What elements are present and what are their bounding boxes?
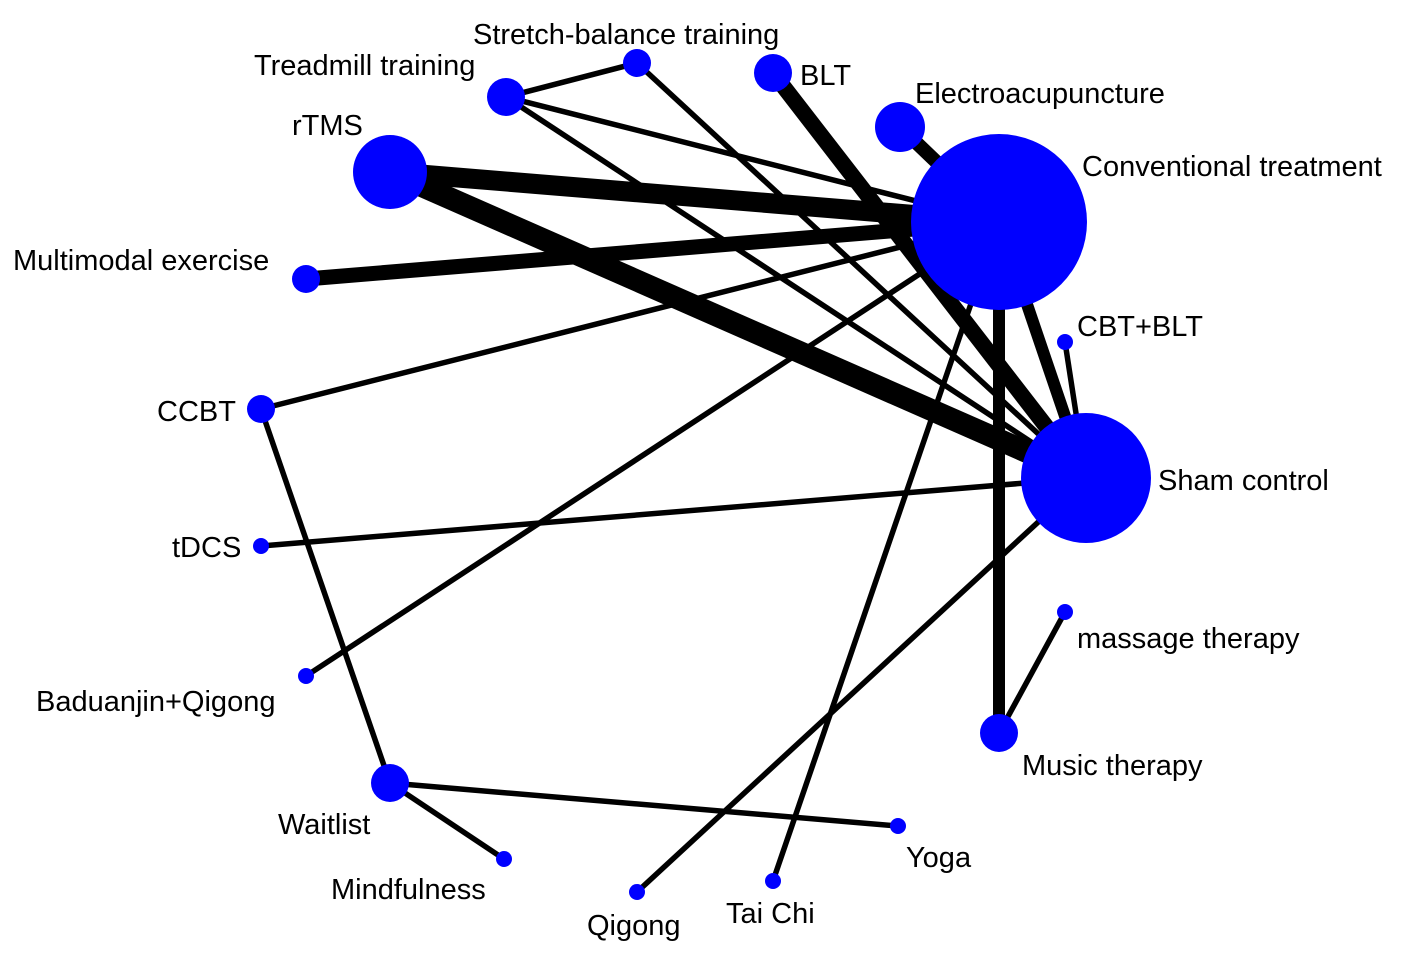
edge-taichi-conventional <box>770 221 1002 882</box>
node-label-music: Music therapy <box>1022 750 1203 782</box>
node-tdcs <box>253 538 269 554</box>
edge-stretch-sham <box>635 60 1088 481</box>
nodes-layer <box>247 49 1151 900</box>
edge-rtms-sham <box>385 161 1091 489</box>
node-label-rtms: rTMS <box>292 110 363 142</box>
node-label-stretch: Stretch-balance training <box>473 19 779 51</box>
edge-rtms-conventional <box>389 162 1000 232</box>
node-yoga <box>890 818 906 834</box>
node-music <box>980 714 1018 752</box>
node-label-baduanjin: Baduanjin+Qigong <box>36 686 275 718</box>
node-label-qigong: Qigong <box>587 910 681 942</box>
node-taichi <box>765 873 781 889</box>
node-sham <box>1021 413 1151 543</box>
node-cbtblt <box>1057 334 1073 350</box>
node-label-yoga: Yoga <box>906 842 972 874</box>
node-label-taichi: Tai Chi <box>726 898 815 930</box>
node-label-ccbt: CCBT <box>157 396 236 428</box>
edge-waitlist-yoga <box>389 780 899 829</box>
node-electro <box>875 102 925 152</box>
edge-qigong-sham <box>635 475 1088 895</box>
node-label-waitlist: Waitlist <box>278 809 370 841</box>
node-label-mindfulness: Mindfulness <box>331 874 486 906</box>
node-label-multimodal: Multimodal exercise <box>13 245 269 277</box>
node-label-massage: massage therapy <box>1077 623 1300 655</box>
node-label-tdcs: tDCS <box>172 532 241 564</box>
edge-ccbt-conventional <box>260 219 1000 412</box>
node-ccbt <box>247 395 275 423</box>
edge-waitlist-mindfulness <box>388 780 506 862</box>
edge-ccbt-waitlist <box>258 408 393 784</box>
edge-treadmill-stretch <box>505 60 638 100</box>
node-mindfulness <box>496 851 512 867</box>
edge-treadmill-sham <box>504 94 1088 481</box>
edge-multimodal-conventional <box>305 214 1000 287</box>
edge-baduanjin-conventional <box>304 219 1001 679</box>
node-qigong <box>629 884 645 900</box>
node-multimodal <box>292 265 320 293</box>
node-treadmill <box>487 78 525 116</box>
node-label-electro: Electroacupuncture <box>915 78 1165 110</box>
node-label-conventional: Conventional treatment <box>1082 151 1382 183</box>
node-label-treadmill: Treadmill training <box>254 50 475 82</box>
edge-tdcs-sham <box>260 475 1087 549</box>
node-label-cbtblt: CBT+BLT <box>1077 311 1203 343</box>
node-baduanjin <box>298 668 314 684</box>
node-label-sham: Sham control <box>1158 465 1329 497</box>
node-waitlist <box>371 764 409 802</box>
edge-massage-music <box>996 610 1068 735</box>
node-label-blt: BLT <box>800 60 851 92</box>
node-massage <box>1057 604 1073 620</box>
node-conventional <box>911 134 1087 310</box>
node-stretch <box>623 49 651 77</box>
labels-layer: Stretch-balance training Treadmill train… <box>13 19 1382 942</box>
node-rtms <box>353 135 427 209</box>
node-blt <box>754 54 792 92</box>
